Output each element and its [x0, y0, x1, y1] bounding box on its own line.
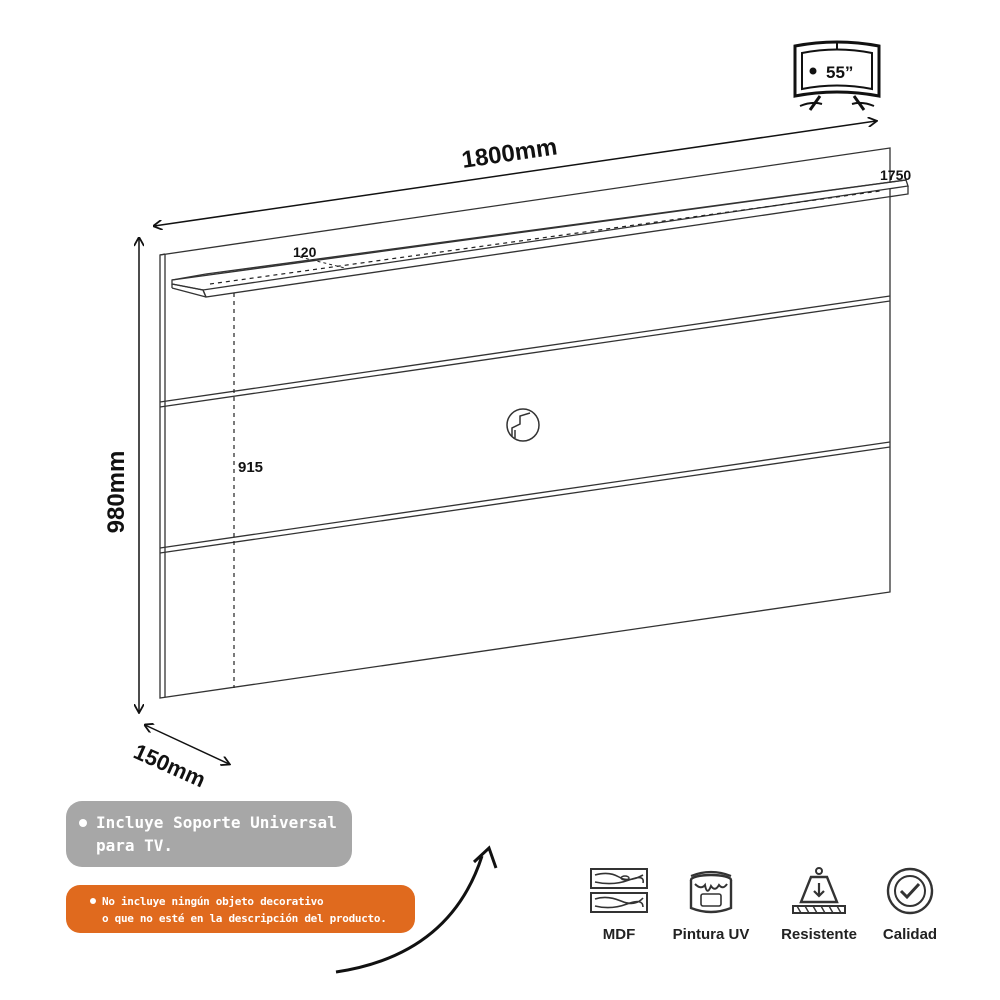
feature-label: MDF: [602, 926, 636, 943]
feature-resistant: Resistente: [771, 866, 867, 950]
bullet-icon: [79, 819, 87, 827]
shelf-height-label: 915: [238, 459, 263, 476]
height-label: 980mm: [103, 451, 130, 534]
disclaimer-line-1: No incluye ningún objeto decorativo: [102, 895, 324, 908]
feature-label: Resistente: [781, 926, 857, 943]
depth-label: 150mm: [130, 739, 209, 793]
paint-can-icon: [689, 870, 733, 914]
feature-uv-paint: Pintura UV: [663, 866, 759, 950]
support-note: Incluye Soporte Universal para TV.: [66, 801, 352, 867]
disclaimer-note: No incluye ningún objeto decorativo o qu…: [66, 885, 415, 933]
width-arrow: [154, 121, 876, 226]
feature-quality: Calidad: [862, 866, 958, 950]
wall-panel: [159, 147, 891, 699]
disclaimer-line-2: o que no esté en la descripción del prod…: [102, 912, 387, 925]
pointer-arrow: [335, 845, 498, 974]
shelf-depth-label: 120: [293, 244, 317, 260]
width-label: 1800mm: [460, 133, 559, 174]
wood-planks-icon: [590, 868, 648, 913]
tv-size-label: 55”: [826, 63, 853, 82]
support-note-text: Incluye Soporte Universal para TV.: [96, 813, 337, 855]
bullet-icon: [90, 898, 96, 904]
shelf: [171, 179, 909, 298]
quality-check-icon: [886, 867, 934, 915]
shelf-length-label: 1750: [880, 167, 911, 183]
tv-icon: 55”: [793, 40, 881, 111]
feature-label: Pintura UV: [672, 926, 750, 943]
weight-icon: [792, 867, 846, 914]
feature-mdf: MDF: [571, 866, 667, 950]
feature-label: Calidad: [882, 926, 938, 943]
depth-arrow: [145, 725, 229, 764]
cable-hole: [506, 408, 540, 442]
